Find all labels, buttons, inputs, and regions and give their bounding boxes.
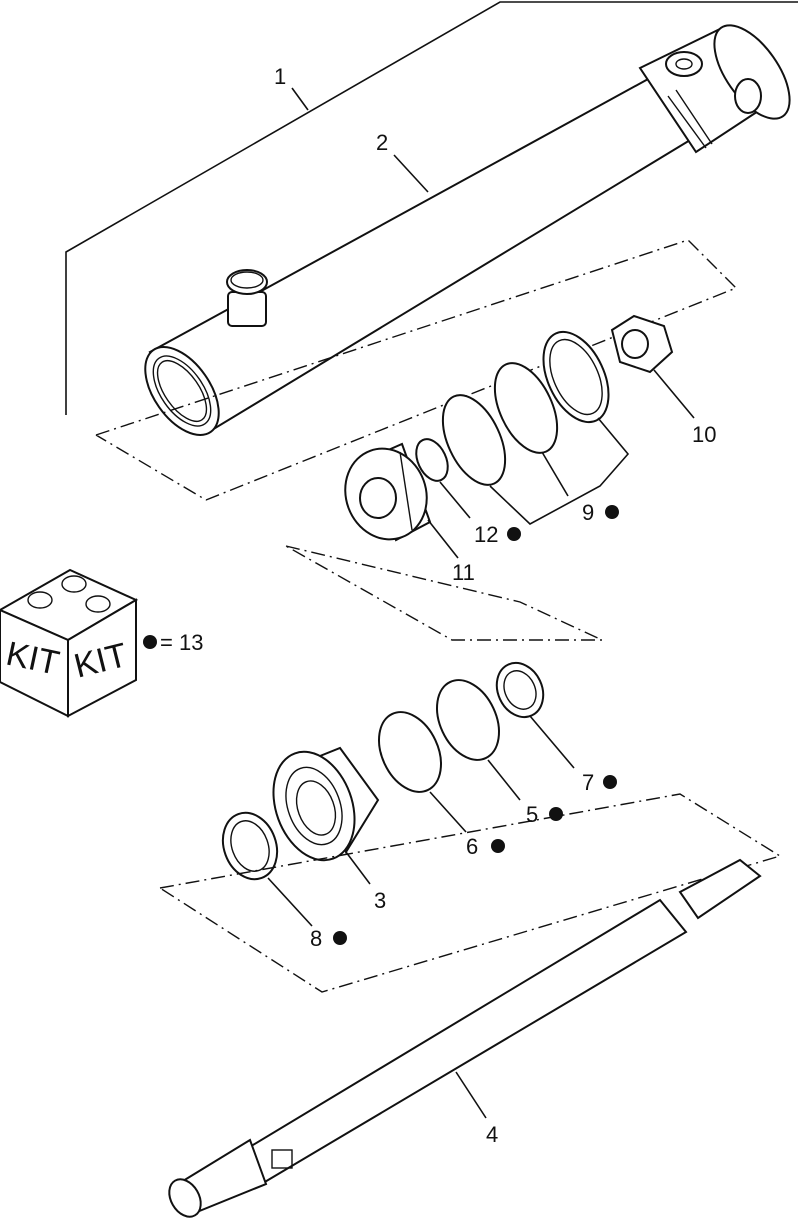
lock-nut (610, 314, 674, 374)
piston-rod (168, 858, 762, 1218)
callout-3: 3 (374, 888, 386, 913)
group-outline-middle (285, 545, 603, 641)
kit-legend-dot (143, 635, 157, 649)
leader-12 (439, 481, 471, 519)
seal-ring-a (441, 394, 507, 486)
callout-6: 6 (466, 834, 478, 859)
callout-11: 11 (452, 560, 475, 585)
rod-seal (495, 661, 545, 719)
leader-4 (455, 1071, 487, 1119)
leader-3 (345, 851, 371, 885)
cylinder-barrel (144, 24, 791, 436)
leader-9b (541, 451, 569, 497)
callout-8-kit-dot (333, 931, 347, 945)
leader-9 (489, 417, 630, 525)
callout-10: 10 (692, 422, 716, 447)
callout-9-kit-dot (605, 505, 619, 519)
o-ring-head (378, 711, 442, 793)
kit-box-icon: KIT KIT (0, 568, 139, 718)
wiper-seal (221, 811, 279, 881)
callout-7-kit-dot (603, 775, 617, 789)
callout-2: 2 (376, 130, 388, 155)
callout-1: 1 (274, 64, 286, 89)
o-ring-small (415, 438, 449, 482)
callout-12-kit-dot (507, 527, 521, 541)
leader-8 (267, 877, 313, 927)
callout-8: 8 (310, 926, 322, 951)
leader-11 (427, 519, 459, 559)
callout-7: 7 (582, 770, 594, 795)
callout-5: 5 (526, 802, 538, 827)
leader-1 (291, 87, 309, 111)
callout-6-kit-dot (491, 839, 505, 853)
leader-2 (393, 154, 429, 193)
cylinder-head (272, 746, 380, 862)
leader-5 (487, 759, 521, 801)
leader-10 (653, 369, 695, 419)
leader-7 (529, 715, 575, 769)
callout-5-kit-dot (549, 807, 563, 821)
callout-12: 12 (474, 522, 498, 547)
group-outline-upper (95, 239, 738, 501)
assembly-bracket (65, 1, 798, 415)
callout-9: 9 (582, 500, 594, 525)
kit-legend-equals: = 13 (160, 630, 203, 655)
leader-6 (429, 791, 467, 833)
seal-ring-b (493, 362, 559, 454)
callout-4: 4 (486, 1122, 498, 1147)
seal-ring-c (542, 330, 610, 424)
backup-ring-head (436, 679, 500, 761)
